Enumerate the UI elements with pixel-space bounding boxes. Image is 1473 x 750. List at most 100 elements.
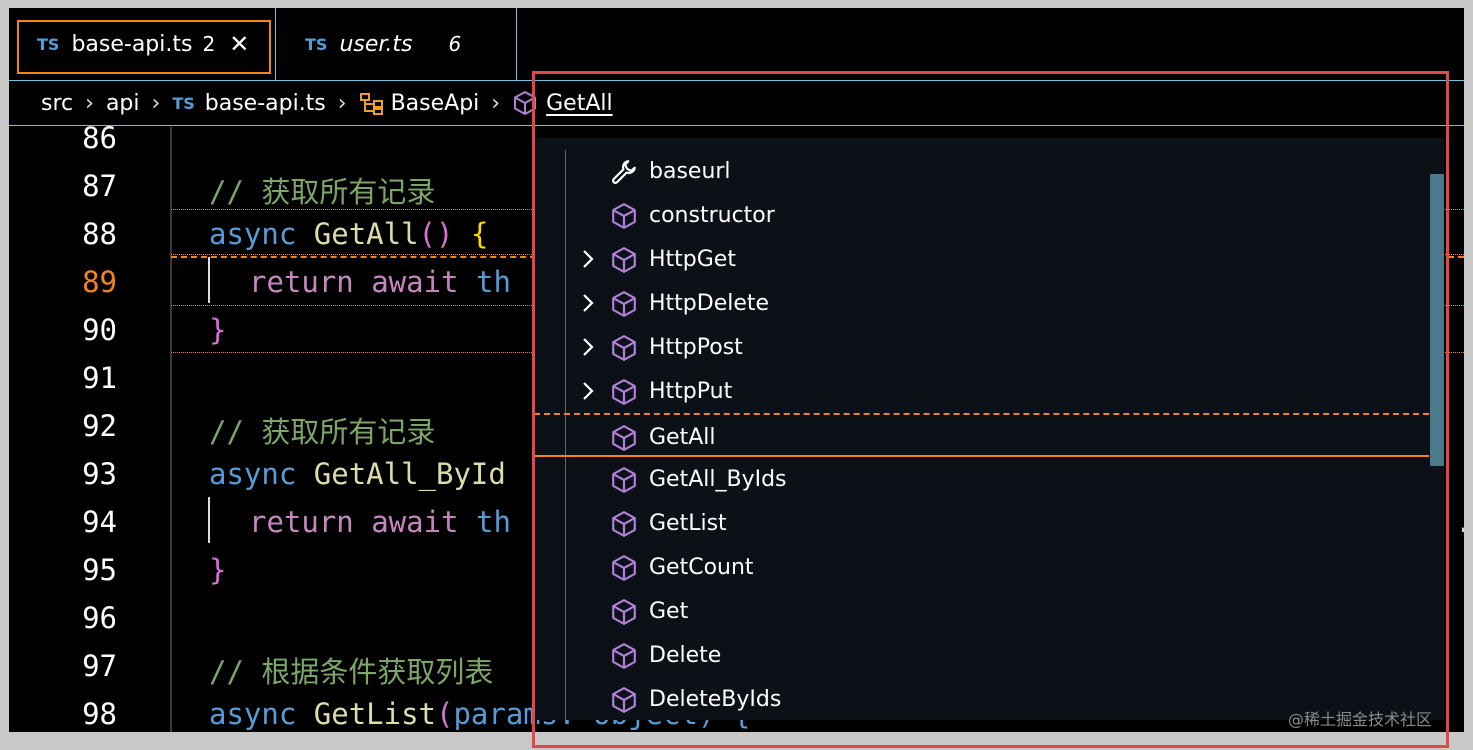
line-number: 91 <box>82 361 117 395</box>
active-tab-focus-border <box>17 20 271 74</box>
cube-icon <box>610 686 638 714</box>
chevron-right-icon[interactable] <box>578 335 598 359</box>
outline-item-label: GetAll <box>649 425 716 450</box>
indent-guide-active <box>208 257 210 303</box>
line-number: 89 <box>82 265 117 299</box>
code-line: 86 <box>9 113 1464 161</box>
line-number: 92 <box>82 409 117 443</box>
brace: } <box>209 313 227 347</box>
code-text: return await th <box>249 265 511 299</box>
line-number: 88 <box>82 217 117 251</box>
outline-item[interactable]: HttpPut <box>534 369 1429 413</box>
tab-label: user.ts <box>339 31 413 57</box>
indent-guide <box>170 127 172 732</box>
code-overflow: . <box>1455 505 1464 539</box>
tab-user[interactable]: TS user.ts 6 <box>277 8 517 80</box>
typescript-icon: TS <box>37 34 60 54</box>
keyword: return await <box>249 505 459 539</box>
code-text: async GetAll_ById <box>209 457 506 491</box>
keyword: async <box>209 217 297 251</box>
paren: ( <box>436 697 454 731</box>
identifier: th <box>475 265 511 299</box>
outline-item-label: HttpPut <box>649 379 733 404</box>
problem-count-badge: 2 <box>202 32 216 56</box>
breadcrumb: src › api › TS base-api.ts › BaseApi › G… <box>9 80 1464 126</box>
breadcrumb-file[interactable]: base-api.ts <box>204 90 326 116</box>
outline-item[interactable]: GetList <box>534 501 1429 545</box>
outline-item[interactable]: DeleteByIds <box>534 677 1429 720</box>
wrench-icon <box>610 158 638 186</box>
tab-label: base-api.ts <box>71 31 193 57</box>
outline-item[interactable]: constructor <box>534 193 1429 237</box>
code-line-active: 89 return await th <box>9 257 1464 305</box>
outline-item[interactable]: HttpDelete <box>534 281 1429 325</box>
code-line: 97 // 根据条件获取列表 <box>9 641 1464 689</box>
outline-item-label: HttpPost <box>649 335 743 360</box>
outline-item[interactable]: Get <box>534 589 1429 633</box>
outline-item[interactable]: GetAll <box>534 413 1429 457</box>
outline-item[interactable]: HttpGet <box>534 237 1429 281</box>
outline-item[interactable]: GetCount <box>534 545 1429 589</box>
identifier: th <box>475 505 511 539</box>
chevron-right-icon: › <box>337 90 347 116</box>
line-number: 98 <box>82 697 117 731</box>
cube-icon <box>610 334 638 362</box>
outline-item-label: GetList <box>649 511 727 536</box>
cube-icon <box>610 466 638 494</box>
line-number: 96 <box>82 601 117 635</box>
cube-icon <box>512 90 538 116</box>
indent-guide-active <box>208 497 210 543</box>
breadcrumb-class[interactable]: BaseApi <box>390 90 480 116</box>
watermark: @稀土掘金技术社区 <box>1288 710 1433 729</box>
cube-icon <box>610 290 638 318</box>
brace: } <box>209 553 227 587</box>
chevron-right-icon: › <box>85 90 94 116</box>
code-line: 90 } <box>9 305 1464 353</box>
cube-icon <box>610 246 638 274</box>
scrollbar-thumb[interactable] <box>1430 174 1444 466</box>
outline-item[interactable]: HttpPost <box>534 325 1429 369</box>
chevron-right-icon[interactable] <box>578 379 598 403</box>
cube-icon <box>610 598 638 626</box>
cube-icon <box>610 424 638 452</box>
outline-item[interactable]: Delete <box>534 633 1429 677</box>
line-number: 86 <box>82 121 117 155</box>
code-line: 93 async GetAll_ById <box>9 449 1464 497</box>
breadcrumb-api[interactable]: api <box>105 90 140 116</box>
code-comment: // 获取所有记录 <box>209 415 436 449</box>
keyword: return await <box>249 265 459 299</box>
code-comment: // 根据条件获取列表 <box>209 655 494 689</box>
brace: { <box>470 217 489 251</box>
close-icon[interactable]: ✕ <box>229 30 250 58</box>
cube-icon <box>610 642 638 670</box>
outline-item-label: HttpGet <box>649 247 736 272</box>
code-line: 92 // 获取所有记录 <box>9 401 1464 449</box>
cube-icon <box>610 378 638 406</box>
line-number: 95 <box>82 553 117 587</box>
line-number: 94 <box>82 505 117 539</box>
cube-icon <box>610 554 638 582</box>
chevron-right-icon: › <box>151 90 161 116</box>
breadcrumb-method[interactable]: GetAll <box>546 90 613 116</box>
outline-item[interactable]: baseurl <box>534 149 1429 193</box>
code-text: return await th <box>249 505 511 539</box>
outline-item-label: constructor <box>649 203 775 228</box>
code-line: 96 <box>9 593 1464 641</box>
cube-icon <box>610 510 638 538</box>
outline-item-label: Get <box>649 599 689 624</box>
outline-item-label: GetCount <box>649 555 754 580</box>
line-number: 90 <box>82 313 117 347</box>
chevron-right-icon[interactable] <box>578 247 598 271</box>
line-number: 93 <box>82 457 117 491</box>
function-name: GetAll_ById <box>313 457 506 491</box>
code-comment: // 获取所有记录 <box>209 175 436 209</box>
code-line: 94 return await th . <box>9 497 1464 545</box>
cube-icon <box>610 202 638 230</box>
outline-item[interactable]: GetAll_ByIds <box>534 457 1429 501</box>
outline-item-label: HttpDelete <box>649 291 770 316</box>
breadcrumb-src[interactable]: src <box>41 90 74 116</box>
paren: () <box>418 217 454 251</box>
tab-base-api[interactable]: TS base-api.ts 2 ✕ <box>9 8 276 80</box>
chevron-right-icon[interactable] <box>578 291 598 315</box>
